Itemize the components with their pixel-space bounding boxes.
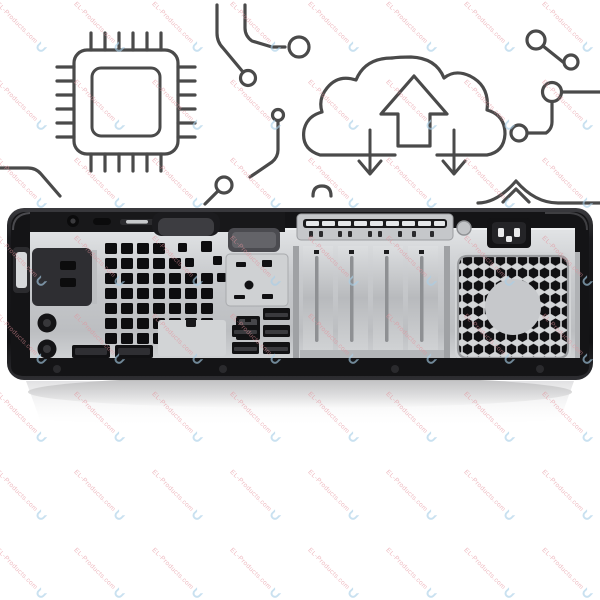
usb-port-5[interactable] [232,342,259,354]
audio-jack-line-in[interactable] [37,339,57,359]
security-lock-slot[interactable] [13,247,30,293]
carry-handle[interactable] [152,212,220,236]
io-shield-plate [296,213,454,241]
displayport-2[interactable] [115,345,153,358]
expansion-slot-1[interactable] [303,246,333,350]
left-io-section [13,212,285,359]
usb-c-port-top[interactable] [93,218,111,225]
circuit-trace-mid-left [0,107,286,206]
expansion-slot-2[interactable] [338,246,368,350]
cpu-chip-icon [55,31,197,173]
legacy-port-block [32,248,97,306]
bezel-bottom-lip [11,358,589,376]
vga-port[interactable] [228,228,280,252]
thumbscrew-top[interactable] [456,220,472,236]
middle-io-section [225,228,290,354]
circuit-trace-bottom-right [476,179,600,205]
bezel-feet [53,365,544,373]
audio-jack-line-out[interactable] [37,313,57,333]
device-reflection [26,376,574,428]
usb-port-4[interactable] [232,325,259,337]
expansion-slot-4[interactable] [408,246,438,350]
cloud-upload-icon [301,55,507,176]
expansion-slot-section [293,213,472,368]
circuit-trace-bottom-arc [311,184,333,198]
blank-plate [158,320,226,356]
displayport-1[interactable] [72,345,110,358]
usb-port-2[interactable] [263,325,290,337]
psu-fan-grille [455,252,571,362]
usb-port-1[interactable] [263,308,290,320]
usb-port-3[interactable] [263,342,290,354]
psu-section [455,218,580,362]
expansion-slot-3[interactable] [373,246,403,350]
power-connector[interactable] [487,218,531,248]
circuit-trace-top-right [509,29,600,143]
vent-grille-left [105,241,226,344]
circuit-trace-top-left [215,3,311,88]
